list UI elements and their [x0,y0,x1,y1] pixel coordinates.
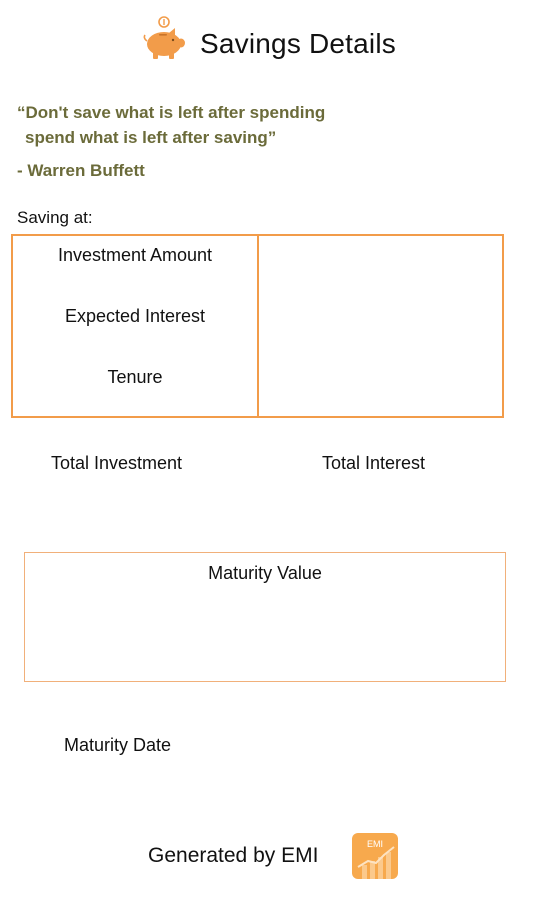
piggy-bank-icon [142,14,186,60]
investment-amount-label: Investment Amount [57,245,213,265]
total-interest-label: Total Interest [322,453,426,473]
expected-interest-label: Expected Interest [64,306,206,326]
savings-labels-column: Investment Amount Expected Interest Tenu… [13,236,259,416]
tenure-label: Tenure [107,367,163,387]
generated-by-text: Generated by EMI [148,844,319,867]
quote-text: “Don't save what is left after spending … [17,100,437,150]
emi-app-icon: EMI [352,833,398,879]
maturity-date-label: Maturity Date [64,735,172,755]
total-investment-label: Total Investment [51,453,183,473]
page-title: Savings Details [200,28,396,59]
savings-values-column [259,236,502,416]
maturity-value-box: Maturity Value [24,552,506,682]
savings-table: Investment Amount Expected Interest Tenu… [11,234,504,418]
maturity-value-label: Maturity Value [208,563,322,583]
quote-author: - Warren Buffett [17,161,145,180]
saving-at-label: Saving at: [17,208,93,227]
emi-logo-text: EMI [366,839,383,849]
quote-line-2: spend what is left after saving” [25,128,277,147]
quote-line-1: “Don't save what is left after spending [17,103,326,122]
